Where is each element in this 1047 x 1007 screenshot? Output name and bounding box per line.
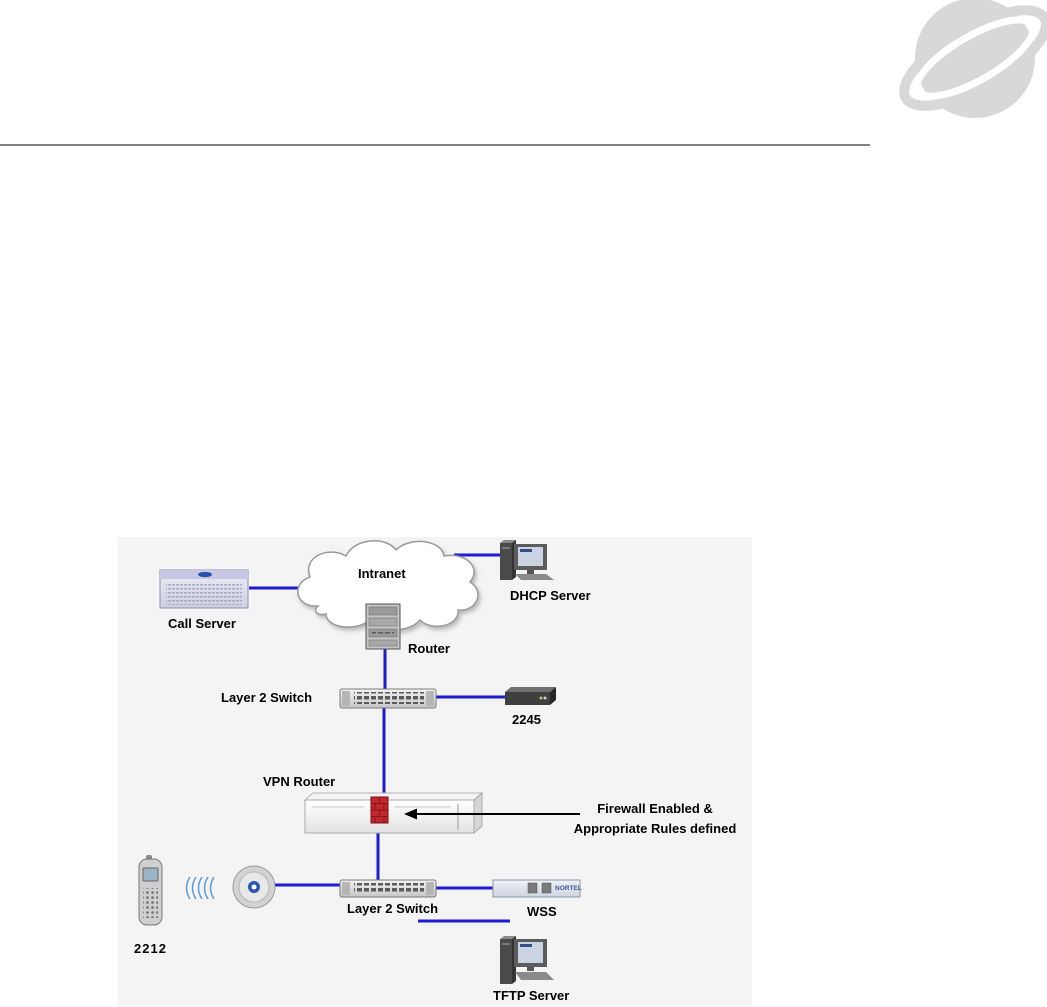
firewall-icon (371, 797, 388, 823)
router-label: Router (408, 641, 450, 656)
wss-brand-text: NORTEL (555, 885, 582, 892)
vpn-router-label: VPN Router (263, 774, 335, 789)
server-cabinet-icon (160, 570, 248, 608)
wss-label: WSS (527, 904, 557, 919)
wireless-handset-icon (139, 855, 162, 925)
lower-switch-icon (340, 880, 436, 897)
firewall-callout-line-1: Firewall Enabled & (556, 799, 754, 819)
gateway-2245-label: 2245 (512, 712, 541, 727)
firewall-callout-line-2: Appropriate Rules defined (556, 819, 754, 839)
dhcp-server-label: DHCP Server (510, 588, 591, 603)
firewall-callout: Firewall Enabled & Appropriate Rules def… (556, 799, 754, 839)
handset-2212-label: 2212 (134, 941, 167, 956)
call-server-label: Call Server (168, 616, 236, 631)
access-point-icon (233, 866, 275, 908)
router-chassis-icon (366, 604, 400, 649)
dhcp-computer-icon (500, 540, 554, 580)
wireless-security-switch-icon: NORTEL (493, 880, 582, 897)
upper-switch-icon (340, 689, 436, 708)
application-gateway-icon (505, 687, 556, 705)
upper-switch-label: Layer 2 Switch (221, 690, 312, 705)
lower-switch-label: Layer 2 Switch (347, 901, 438, 916)
tftp-server-label: TFTP Server (493, 988, 569, 1003)
intranet-label: Intranet (358, 566, 406, 581)
tftp-computer-icon (500, 936, 554, 984)
nortel-globe-icon (891, 0, 1047, 124)
